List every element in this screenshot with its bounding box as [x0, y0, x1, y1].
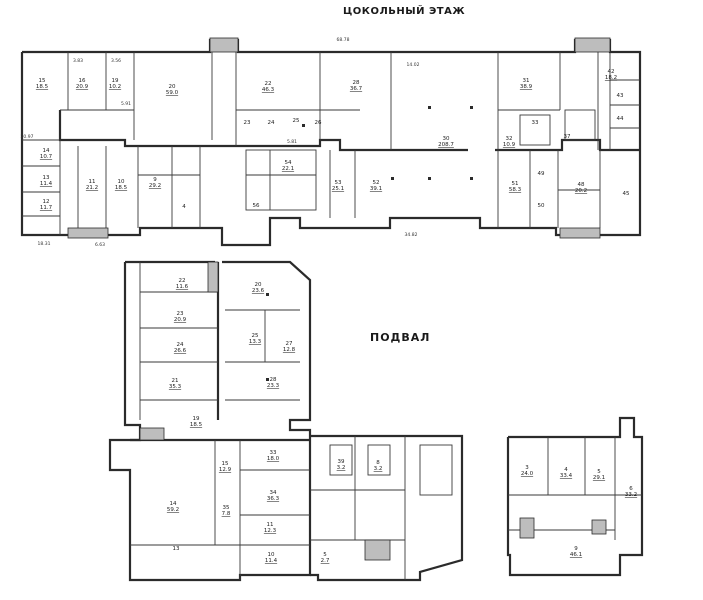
dimension-label-d9: 3.83 [73, 58, 83, 64]
dimension-label-d5: 14.02 [407, 62, 420, 68]
room-label-r23: 23 [244, 120, 251, 126]
room-label-r25: 25 [293, 118, 300, 124]
dimension-label-d10: 5.81 [287, 139, 297, 145]
ground-floor-plan [20, 37, 642, 247]
dimension-label-d7: 5.91 [121, 101, 131, 107]
room-label-r50: 50 [538, 203, 545, 209]
basement-wing-south [310, 434, 464, 582]
room-label-r56: 56 [253, 203, 260, 209]
dimension-label-d1: 68.78 [337, 37, 350, 43]
room-label-r45: 45 [623, 191, 630, 197]
room-label-r43: 43 [617, 93, 624, 99]
room-label-r4: 4 [182, 204, 186, 210]
dimension-label-d4: 6.63 [95, 242, 105, 248]
room-label-r33: 33 [532, 120, 539, 126]
floor-title-ground: ЦОКОЛЬНЫЙ ЭТАЖ [343, 6, 466, 17]
dimension-label-d8: 3.56 [111, 58, 121, 64]
basement-wing-center [108, 260, 312, 582]
dimension-label-d2: 20.97 [21, 134, 34, 140]
dimension-labels: 68.78 20.97 18.31 6.63 14.02 34.82 5.91 3.56 3.8… [21, 37, 420, 248]
room-label-r49: 49 [538, 171, 545, 177]
room-label-r44: 44 [617, 116, 624, 122]
basement-wing-east [506, 416, 644, 577]
room-label-r24: 24 [268, 120, 275, 126]
dimension-label-d3: 18.31 [38, 241, 51, 247]
dimension-label-d6: 34.82 [405, 232, 418, 238]
room-label-r26: 26 [315, 120, 322, 126]
floor-title-basement: ПОДВАЛ [370, 331, 431, 344]
room-label-r37: 37 [564, 134, 571, 140]
room-label-r13: 13 [173, 546, 180, 552]
